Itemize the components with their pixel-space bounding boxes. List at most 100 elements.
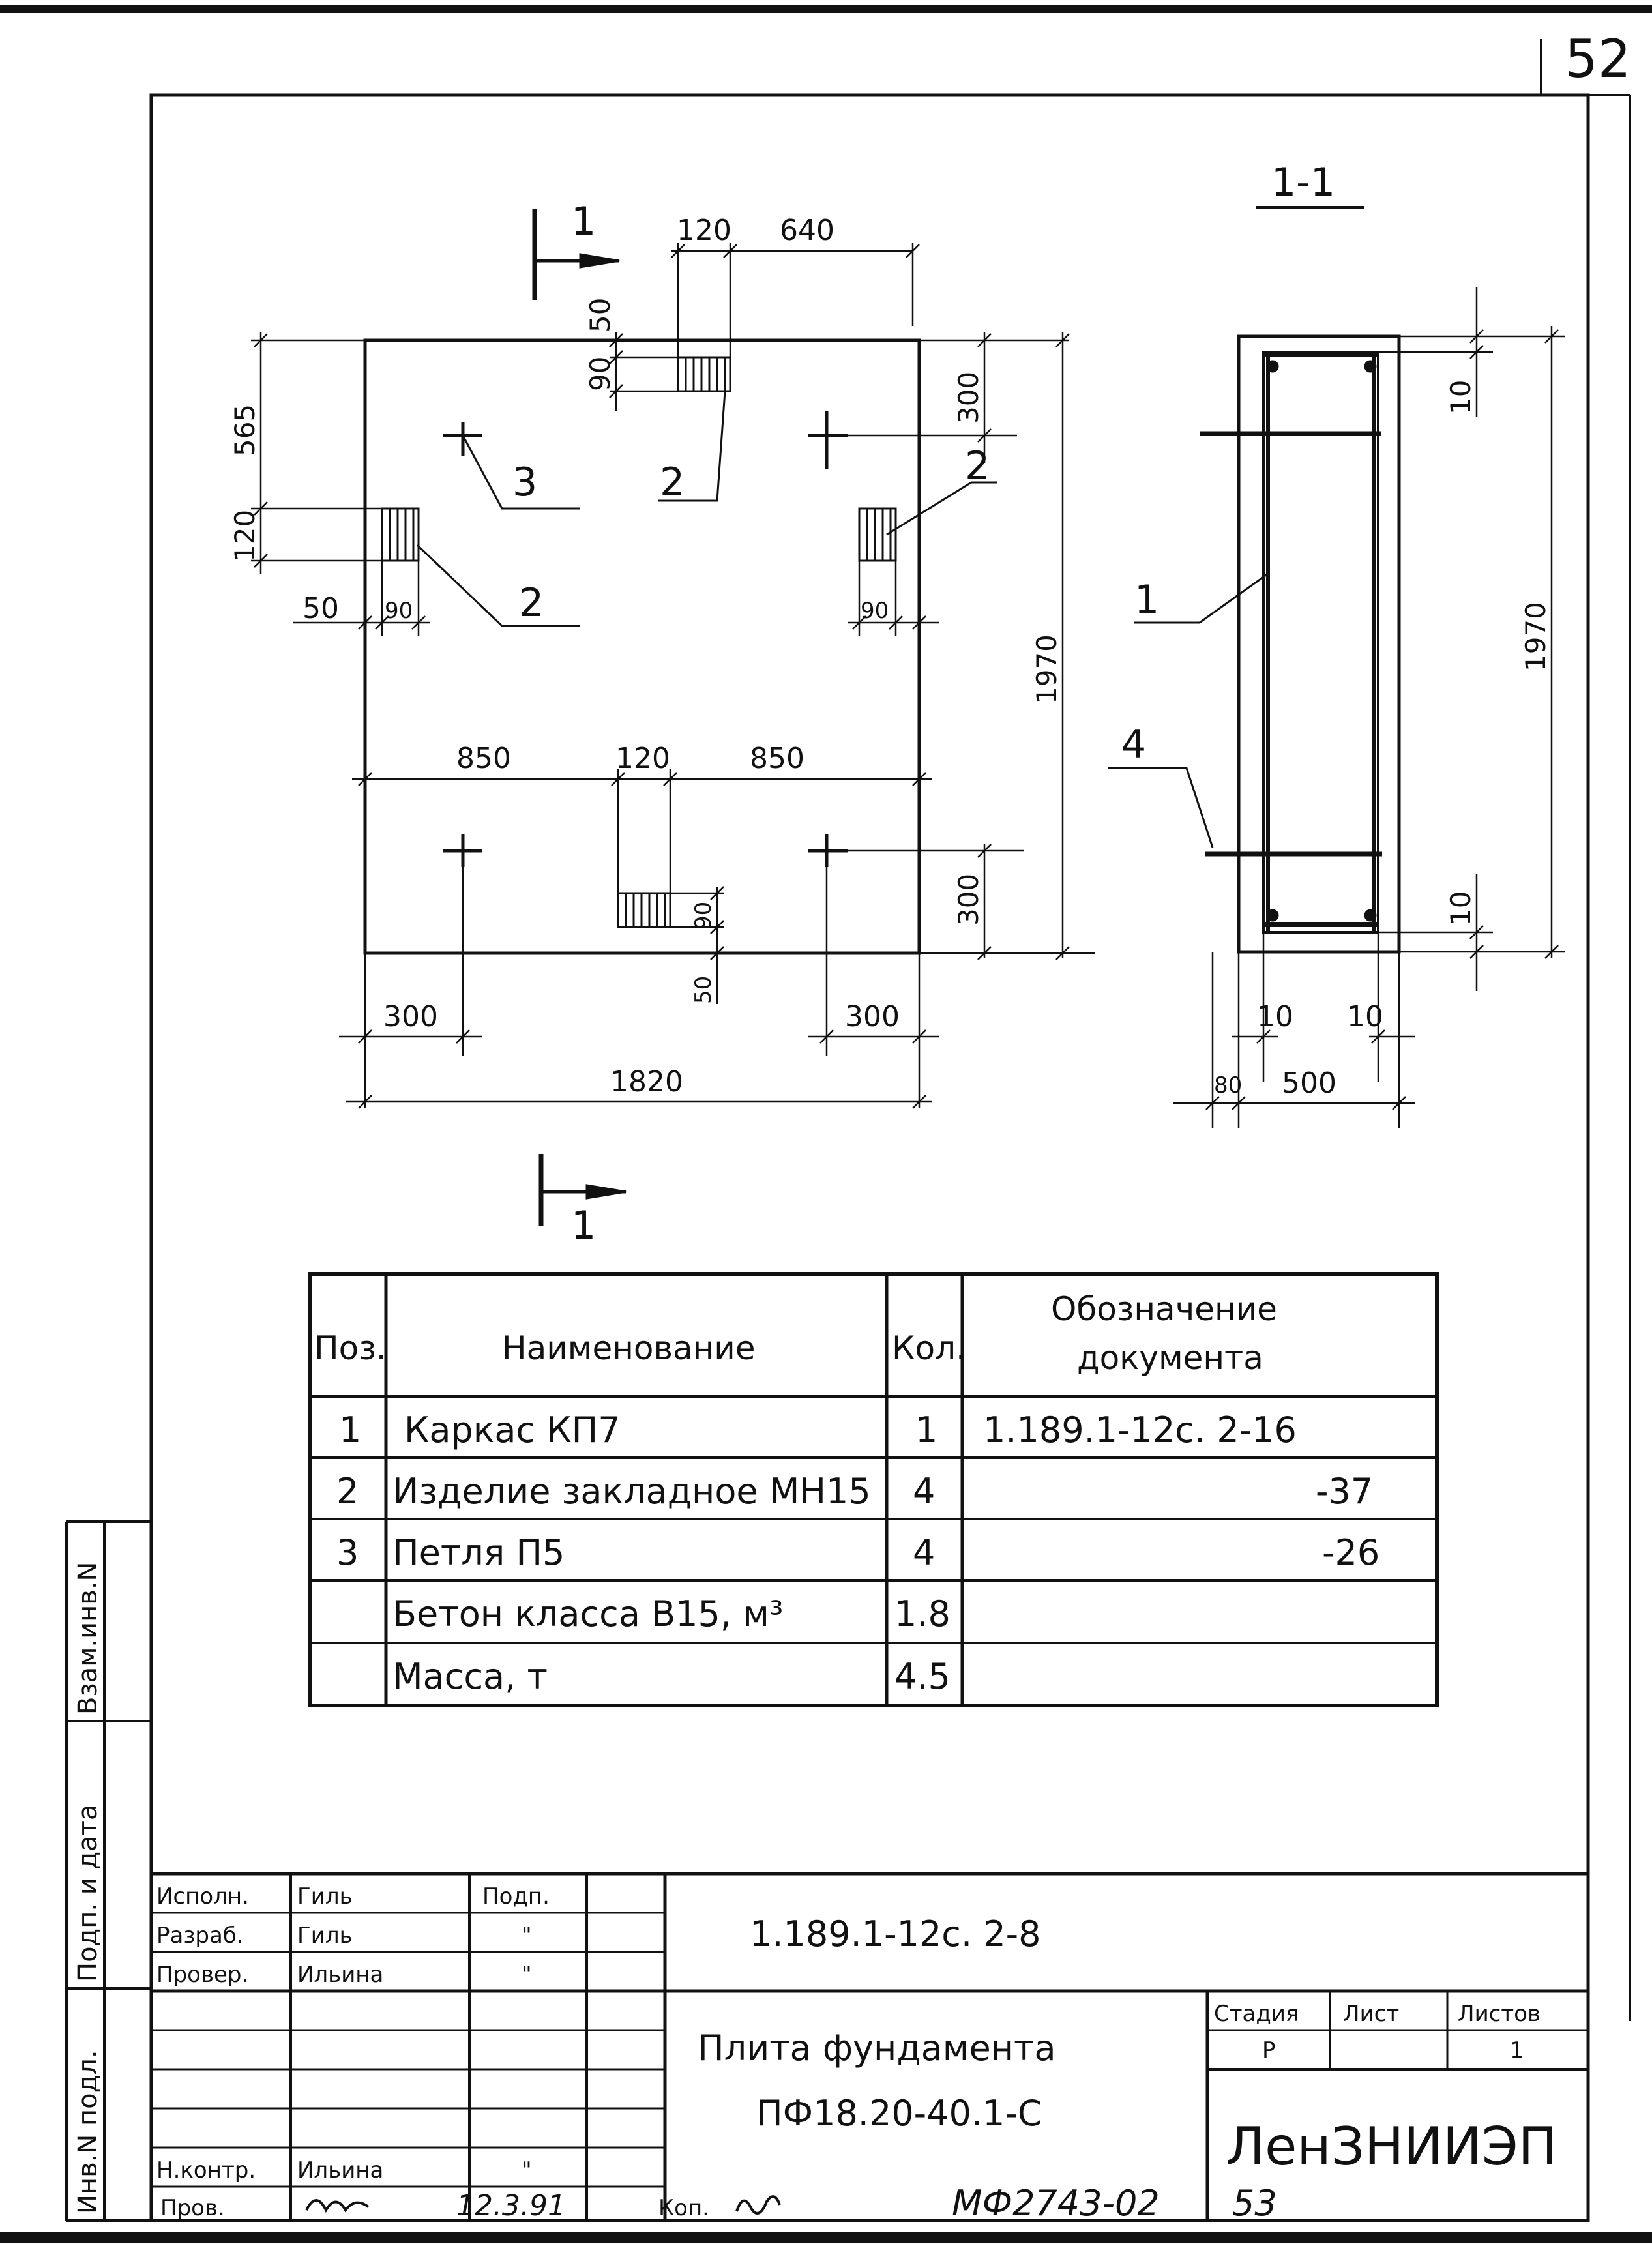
footer-prov: Пров. xyxy=(160,2195,225,2221)
section-outline xyxy=(1237,334,1401,954)
dim-section-1970: 1970 xyxy=(1520,602,1552,672)
header-pos: Поз. xyxy=(314,1329,387,1367)
dim-right-90: 90 xyxy=(861,598,889,624)
sign-header: Подп. xyxy=(482,1883,550,1910)
dim-section-10-right: 10 xyxy=(1347,1000,1383,1033)
lifting-loops xyxy=(443,411,848,867)
row3-doc: -26 xyxy=(1322,1532,1379,1573)
dim-left-50: 50 xyxy=(302,592,339,625)
stage-label: Стадия xyxy=(1214,2001,1299,2027)
sign-mark-3: " xyxy=(522,2157,532,2183)
dim-top-640: 640 xyxy=(780,214,834,247)
leader-label-2-right: 2 xyxy=(965,443,990,489)
embedded-item-top xyxy=(677,356,731,392)
dim-left-120: 120 xyxy=(229,510,261,562)
sign-mark-2: " xyxy=(522,1962,532,1988)
header-name: Наименование xyxy=(502,1329,756,1367)
row2-qty: 4 xyxy=(913,1471,935,1512)
dim-top-90: 90 xyxy=(584,357,616,391)
sign-mark-1: " xyxy=(522,1923,532,1949)
section-marker-bottom: 1 xyxy=(571,1203,596,1248)
leader-label-2-top: 2 xyxy=(660,460,685,505)
dim-top-120: 120 xyxy=(677,214,731,247)
dim-section-10-bottom: 10 xyxy=(1445,891,1477,926)
name-razrab: Гиль xyxy=(297,1923,353,1949)
document-designation: 1.189.1-12с. 2-8 xyxy=(750,1913,1041,1955)
footer-signature xyxy=(305,2199,370,2213)
plate-outline xyxy=(363,338,921,955)
sheet-label: Лист xyxy=(1343,2001,1399,2027)
sheet-frame xyxy=(0,5,1652,2243)
row2-pos: 2 xyxy=(336,1471,359,1512)
row1-name: Каркас КП7 xyxy=(404,1410,621,1451)
section-dimensions xyxy=(1173,287,1565,1128)
dim-section-80: 80 xyxy=(1214,1072,1242,1099)
embedded-item-bottom xyxy=(617,892,671,928)
sheet-number: 52 xyxy=(1565,29,1631,89)
name-ispoln: Гиль xyxy=(297,1883,353,1910)
dim-1820: 1820 xyxy=(610,1065,683,1099)
row1-qty: 1 xyxy=(915,1410,937,1451)
side-stamp-grid xyxy=(65,1520,151,2222)
embedded-item-left xyxy=(381,507,420,562)
header-doc-1: Обозначение xyxy=(1051,1290,1277,1328)
footer-page: 53 xyxy=(1232,2183,1277,2224)
dim-right-300-bottom: 300 xyxy=(952,874,984,926)
sheets-value: 1 xyxy=(1510,2037,1524,2063)
name-nkontr: Ильина xyxy=(297,2157,383,2183)
footer: Пров. 12.3.91 Коп. МФ2743-02 53 xyxy=(160,2183,1277,2224)
side-podp-data: Подп. и дата xyxy=(73,1805,103,1982)
role-nkontr: Н.контр. xyxy=(156,2157,256,2183)
leader-label-4: 4 xyxy=(1121,722,1146,767)
name-prover: Ильина xyxy=(297,1962,383,1988)
title-block-grid xyxy=(151,1872,1588,2221)
dim-top-50: 50 xyxy=(584,298,616,332)
row5-qty: 4.5 xyxy=(894,1656,951,1697)
organization-name: ЛенЗНИИЭП xyxy=(1226,2116,1557,2177)
footer-date: 12.3.91 xyxy=(456,2189,566,2222)
side-inv-podl: Инв.N подл. xyxy=(73,2050,103,2214)
footer-kop: Коп. xyxy=(658,2195,709,2221)
title-line-2: ПФ18.20-40.1-С xyxy=(756,2093,1042,2134)
leader-label-2-left: 2 xyxy=(519,580,544,626)
row4-name: Бетон класса В15, м³ xyxy=(392,1593,784,1634)
dim-left-565: 565 xyxy=(229,404,261,456)
dim-mid-850-left: 850 xyxy=(456,742,511,775)
role-ispoln: Исполн. xyxy=(156,1883,249,1910)
dim-right-300-top: 300 xyxy=(952,372,984,424)
plan-dimensions xyxy=(251,243,1095,1109)
spec-table-grid xyxy=(308,1272,1439,1707)
header-doc-2: документа xyxy=(1077,1339,1263,1377)
dim-bottom-300-left: 300 xyxy=(383,1000,438,1033)
row1-doc: 1.189.1-12с. 2-16 xyxy=(983,1410,1297,1451)
embedded-item-right xyxy=(858,507,897,562)
row4-qty: 1.8 xyxy=(894,1593,951,1634)
title-line-1: Плита фундамента xyxy=(698,2028,1056,2069)
role-razrab: Разраб. xyxy=(156,1923,244,1949)
leader-label-3: 3 xyxy=(512,460,537,505)
dim-mid-850-right: 850 xyxy=(750,742,804,775)
dim-plan-1970: 1970 xyxy=(1031,634,1063,704)
sheets-label: Листов xyxy=(1458,2001,1541,2027)
dim-section-10-left: 10 xyxy=(1257,1000,1293,1033)
plan-leaders xyxy=(416,391,997,627)
header-qty: Кол. xyxy=(892,1329,966,1367)
dim-mid-120: 120 xyxy=(615,742,670,775)
dim-left-90: 90 xyxy=(385,598,413,624)
dim-bottom-50: 50 xyxy=(690,976,716,1004)
row5-name: Масса, т xyxy=(392,1656,548,1697)
stage-value: Р xyxy=(1262,2037,1276,2063)
footer-kop-signature xyxy=(735,2195,781,2215)
row3-pos: 3 xyxy=(336,1532,359,1573)
row2-name: Изделие закладное МН15 xyxy=(392,1471,871,1512)
dim-bottom-90: 90 xyxy=(690,902,716,930)
row3-name: Петля П5 xyxy=(392,1532,565,1573)
row2-doc: -37 xyxy=(1316,1471,1373,1512)
section-title: 1-1 xyxy=(1271,160,1335,205)
role-prover: Провер. xyxy=(156,1962,248,1988)
row3-qty: 4 xyxy=(913,1532,935,1573)
dim-section-500: 500 xyxy=(1282,1067,1336,1100)
footer-code: МФ2743-02 xyxy=(952,2183,1160,2224)
rebar-cage xyxy=(1262,351,1379,934)
